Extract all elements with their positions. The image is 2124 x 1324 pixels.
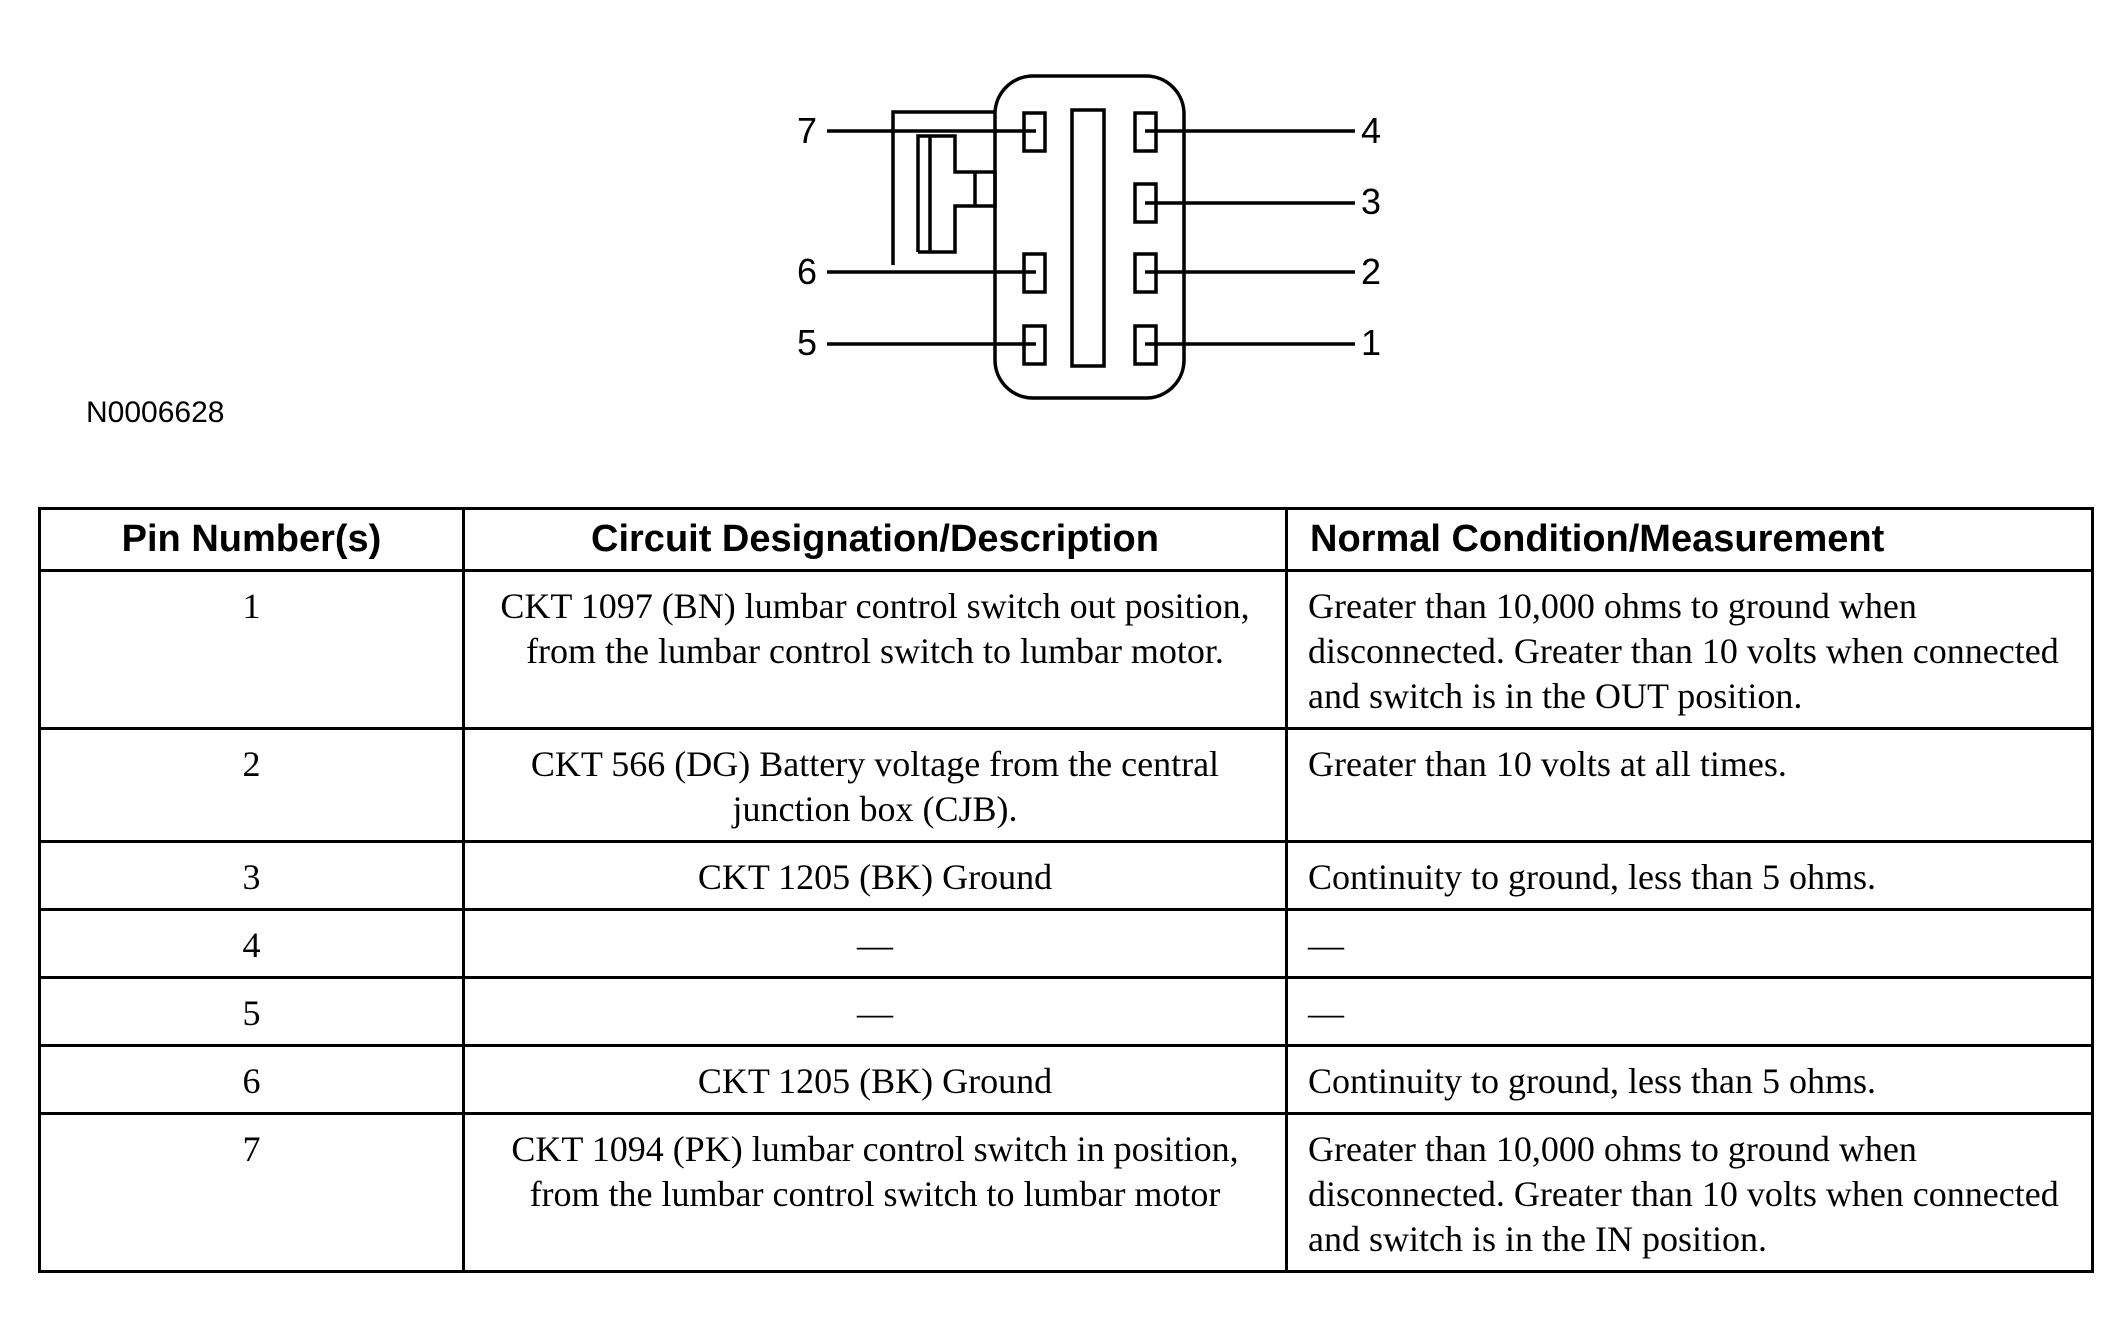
table-row: 4 — — <box>38 908 2094 979</box>
cell-pin: 5 <box>38 976 465 1047</box>
pin-label-2: 2 <box>1361 251 1381 292</box>
cell-normal: — <box>1285 976 2094 1047</box>
connector-center-bar <box>1070 108 1106 368</box>
latch-outer <box>891 110 995 265</box>
pin-label-3: 3 <box>1361 181 1381 222</box>
pin-table: Pin Number(s) Circuit Designation/Descri… <box>38 507 2094 1273</box>
connector-diagram: 7 6 5 4 3 2 1 <box>797 74 1381 400</box>
cell-pin: 6 <box>38 1044 465 1115</box>
cell-pin: 1 <box>38 569 465 730</box>
cell-circuit: CKT 1094 (PK) lumbar control switch in p… <box>462 1112 1288 1273</box>
cell-normal: Greater than 10,000 ohms to ground when … <box>1285 1112 2094 1273</box>
table-row: 7 CKT 1094 (PK) lumbar control switch in… <box>38 1112 2094 1273</box>
table-row: 5 — — <box>38 976 2094 1047</box>
cell-circuit: CKT 1097 (BN) lumbar control switch out … <box>462 569 1288 730</box>
table-header-row: Pin Number(s) Circuit Designation/Descri… <box>38 507 2094 572</box>
cell-circuit: — <box>462 976 1288 1047</box>
cell-pin: 2 <box>38 727 465 843</box>
pin-label-1: 1 <box>1361 322 1381 363</box>
cell-normal: — <box>1285 908 2094 979</box>
pin-label-7: 7 <box>797 110 817 151</box>
figure-id: N0006628 <box>86 396 225 429</box>
pin-label-6: 6 <box>797 251 817 292</box>
pin-label-5: 5 <box>797 322 817 363</box>
cell-pin: 4 <box>38 908 465 979</box>
table-row: 6 CKT 1205 (BK) Ground Continuity to gro… <box>38 1044 2094 1115</box>
cell-circuit: CKT 1205 (BK) Ground <box>462 1044 1288 1115</box>
cell-normal: Greater than 10,000 ohms to ground when … <box>1285 569 2094 730</box>
cell-normal: Continuity to ground, less than 5 ohms. <box>1285 1044 2094 1115</box>
header-normal-condition: Normal Condition/Measurement <box>1285 507 2094 572</box>
header-circuit-description: Circuit Designation/Description <box>462 507 1288 572</box>
pin-label-4: 4 <box>1361 110 1381 151</box>
table-row: 1 CKT 1097 (BN) lumbar control switch ou… <box>38 569 2094 730</box>
cell-normal: Continuity to ground, less than 5 ohms. <box>1285 840 2094 911</box>
cell-circuit: CKT 1205 (BK) Ground <box>462 840 1288 911</box>
cell-circuit: — <box>462 908 1288 979</box>
cell-pin: 3 <box>38 840 465 911</box>
table-row: 2 CKT 566 (DG) Battery voltage from the … <box>38 727 2094 843</box>
connector-body <box>993 74 1186 400</box>
cell-pin: 7 <box>38 1112 465 1273</box>
table-row: 3 CKT 1205 (BK) Ground Continuity to gro… <box>38 840 2094 911</box>
header-pin-number: Pin Number(s) <box>38 507 465 572</box>
cell-circuit: CKT 566 (DG) Battery voltage from the ce… <box>462 727 1288 843</box>
cell-normal: Greater than 10 volts at all times. <box>1285 727 2094 843</box>
